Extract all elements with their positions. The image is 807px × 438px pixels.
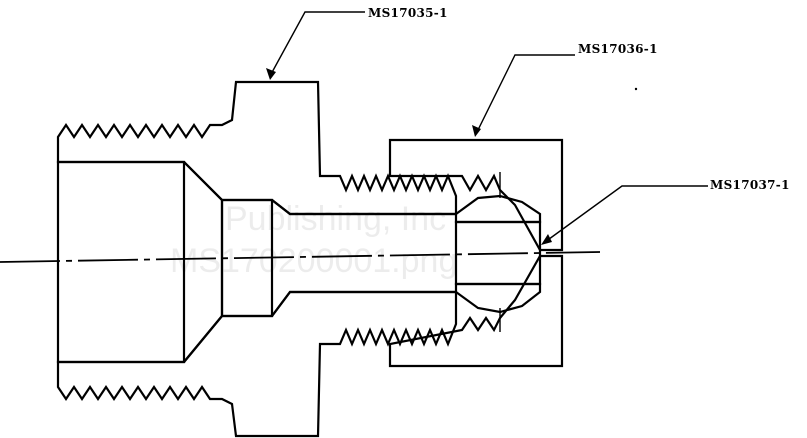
speck (634, 87, 638, 91)
fitting-body-tube-bore (271, 199, 456, 317)
label-ms17036-1: MS17036-1 (578, 42, 658, 56)
label-ms17035-1: MS17035-1 (368, 6, 448, 20)
leader-line (269, 11, 365, 77)
nut-bottom-section (388, 254, 564, 368)
fitting-body-bore (56, 160, 186, 364)
sleeve (454, 172, 542, 332)
callout-fitting-body: MS17035-1 (266, 6, 448, 80)
arrowhead (266, 68, 276, 80)
callout-sleeve: MS17037-1 (541, 178, 790, 245)
sleeve-top-section (454, 194, 542, 224)
nut (388, 138, 564, 368)
label-ms17037-1: MS17037-1 (710, 178, 790, 192)
watermark-line-2: MS170200001.png (170, 242, 457, 280)
arrowhead (541, 234, 552, 245)
fitting-body-top-section (56, 80, 458, 216)
nut-top-section (388, 138, 564, 252)
sleeve-bottom-section (454, 282, 542, 314)
arrowhead (472, 125, 481, 137)
leader-line (475, 54, 575, 135)
leader-line (544, 185, 708, 243)
center-line (0, 251, 601, 263)
callout-nut: MS17036-1 (472, 42, 658, 137)
watermark-line-1: Publishing, Inc (225, 200, 446, 238)
sleeve-bore (454, 220, 542, 286)
fitting-body-bottom-section (56, 290, 458, 438)
